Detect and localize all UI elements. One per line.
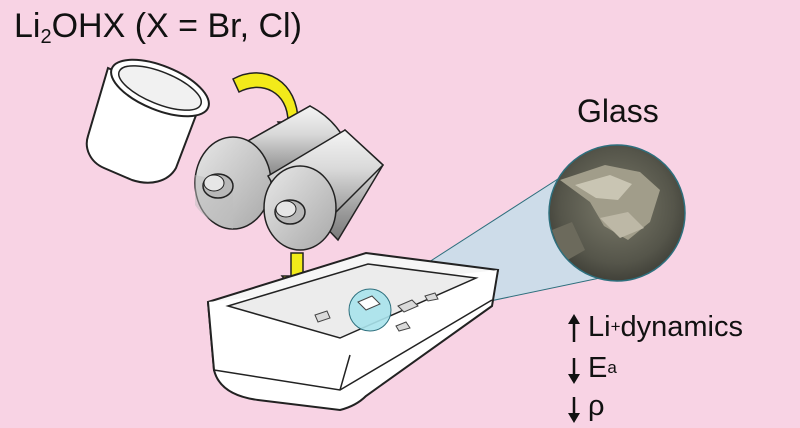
title-subscript: 2 <box>40 26 52 48</box>
property-base: Li <box>588 311 611 343</box>
material-title: Li2OHX (X = Br, Cl) <box>14 6 302 48</box>
property-base: ρ <box>588 390 605 422</box>
property-arrow-down <box>568 358 580 384</box>
glass-label: Glass <box>577 93 659 129</box>
property-arrow-up <box>568 314 580 342</box>
property-arrow-down <box>568 397 580 423</box>
magnified-spot <box>348 288 392 332</box>
roller-front <box>263 128 385 251</box>
property-density: ρ <box>566 390 605 422</box>
property-li-dynamics: Li+ dynamics <box>588 311 744 343</box>
title-prefix: Li <box>14 7 41 45</box>
title-suffix: OHX (X = Br, Cl) <box>51 7 302 45</box>
quench-tray <box>206 251 500 412</box>
property-rest: dynamics <box>620 311 744 343</box>
crucible <box>85 58 210 184</box>
glass-micrograph <box>548 144 686 282</box>
roller-back <box>194 105 347 230</box>
property-base: E <box>588 352 608 384</box>
